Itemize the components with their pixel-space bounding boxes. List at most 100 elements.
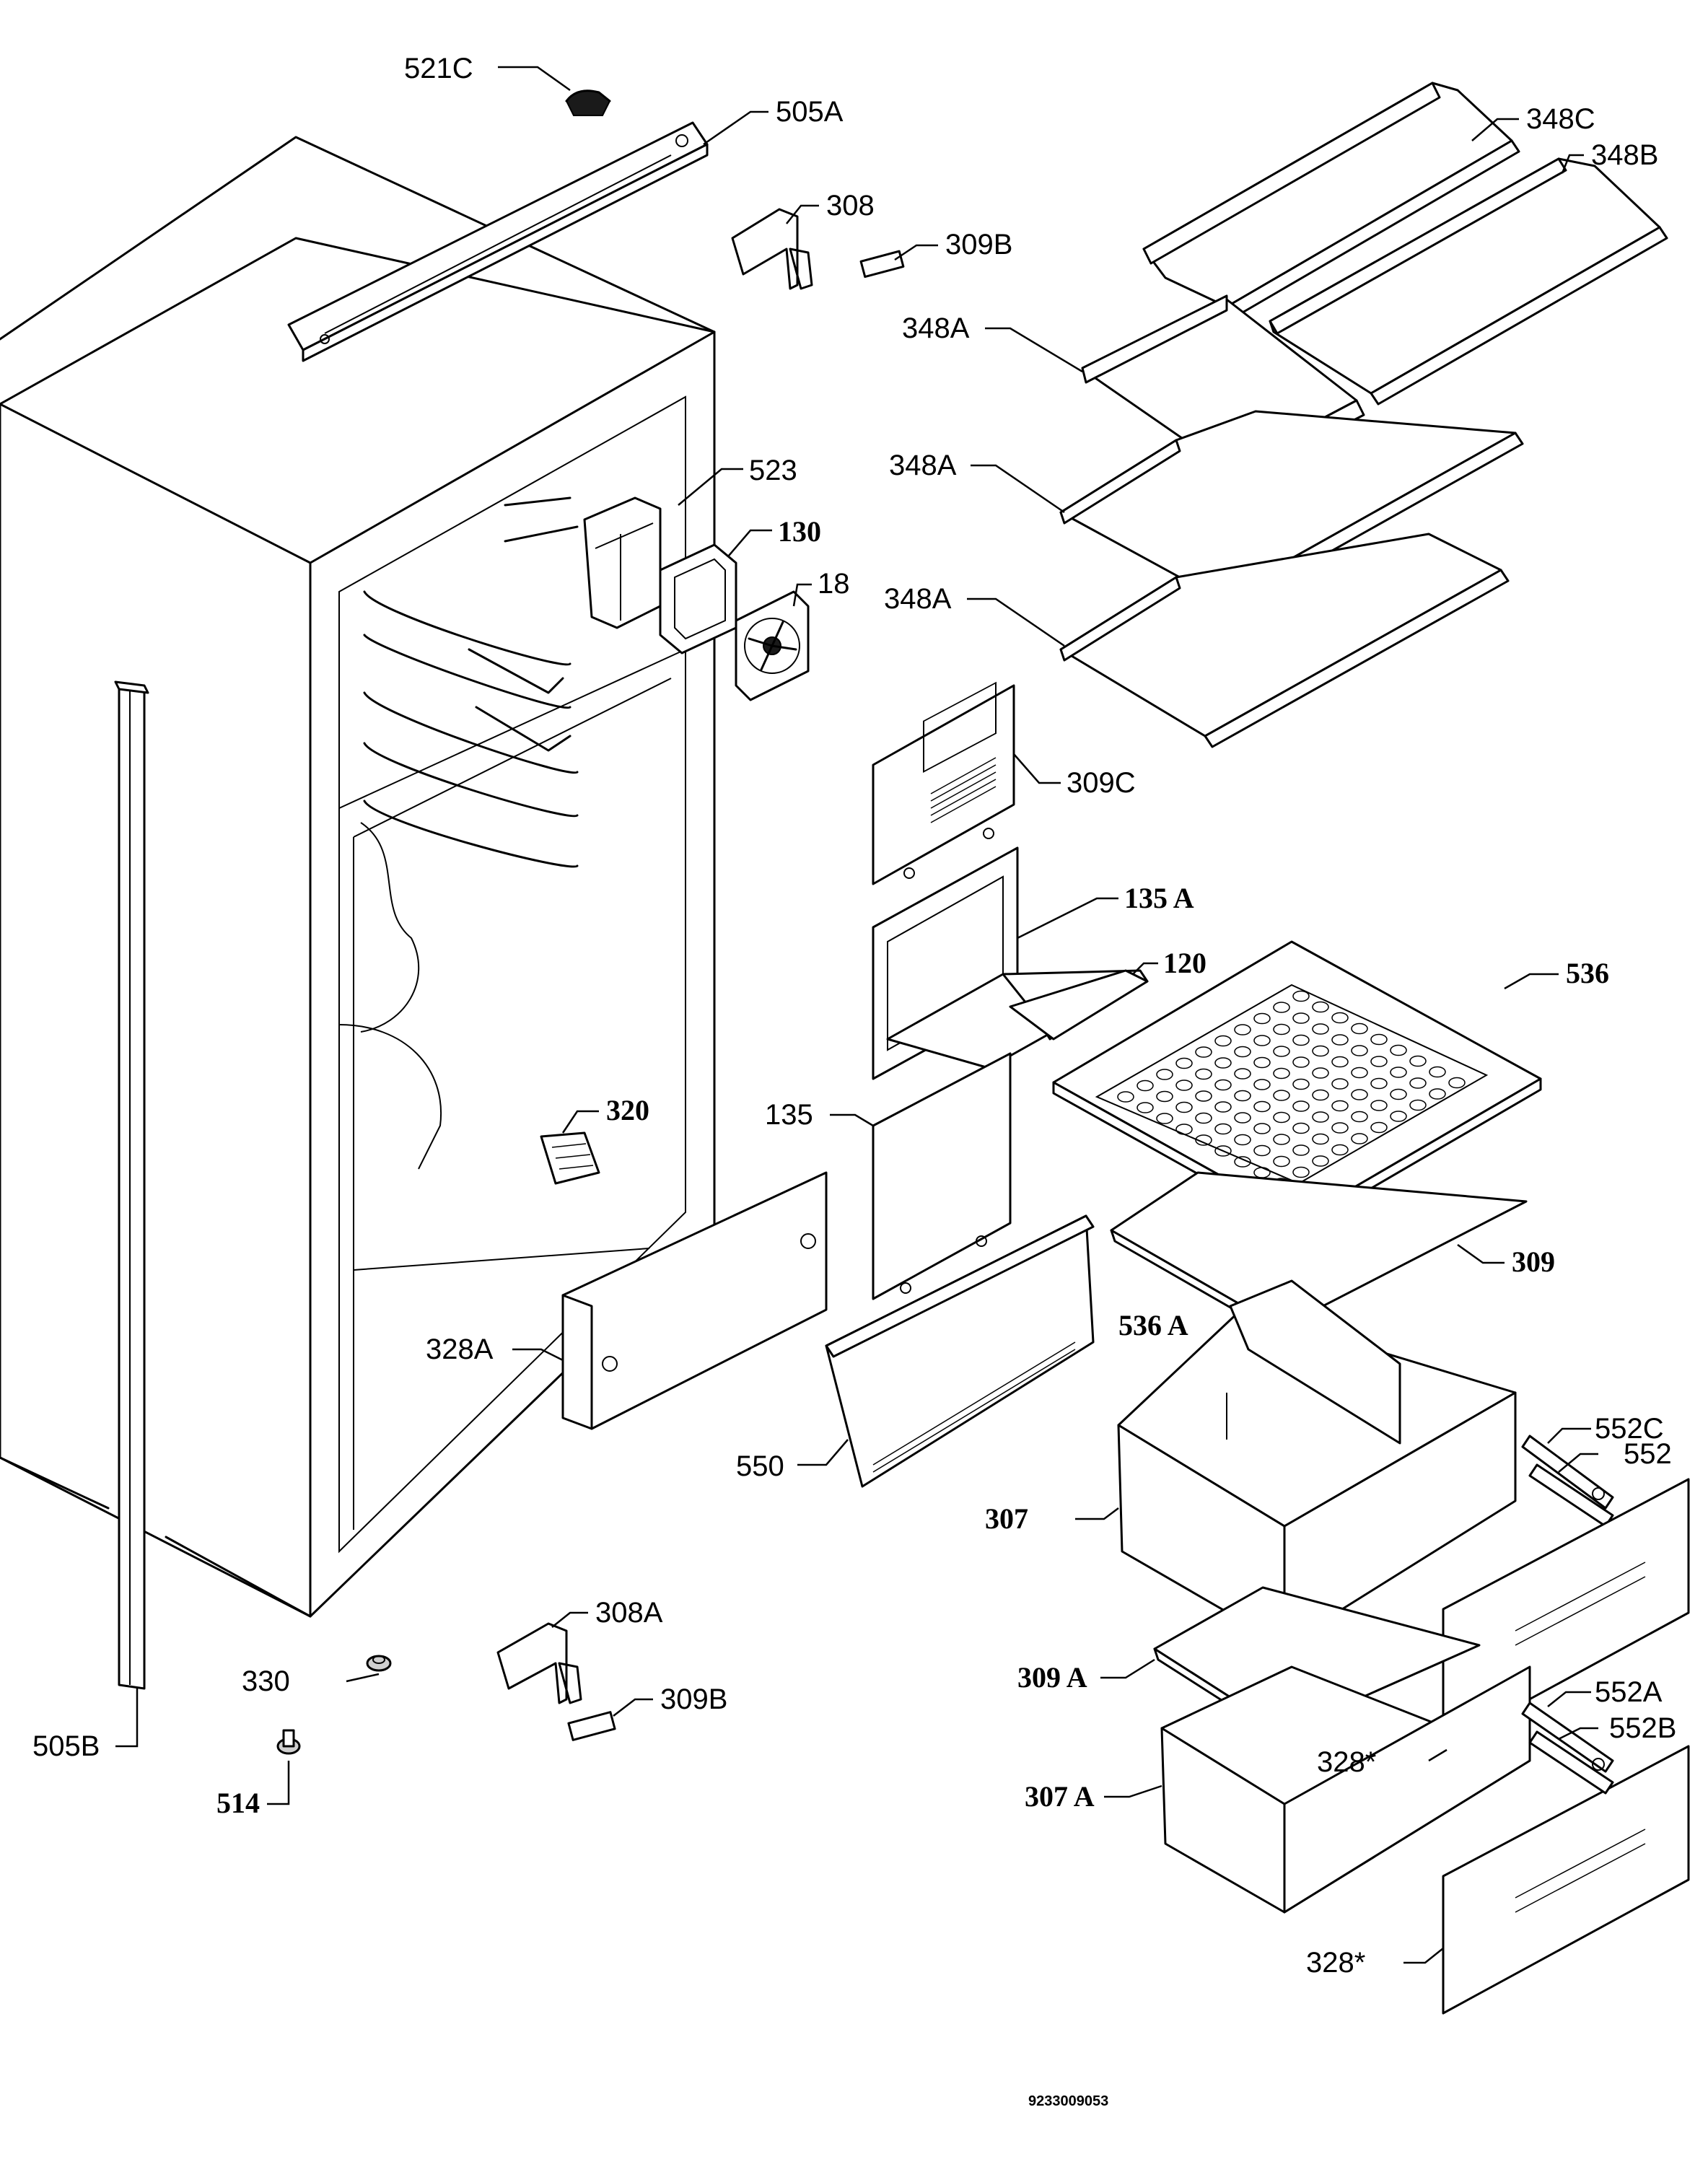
lid-hole (1273, 1046, 1290, 1057)
lid-hole (1137, 1102, 1154, 1113)
label-309c: 309C (1067, 767, 1136, 799)
lid-hole (1429, 1088, 1446, 1100)
lid-hole (1312, 1155, 1329, 1167)
lid-hole (1214, 1123, 1232, 1135)
lid-hole (1175, 1057, 1193, 1069)
lid-hole (1390, 1044, 1407, 1056)
lid-hole (1273, 1111, 1290, 1124)
lid-hole (1331, 1034, 1349, 1046)
part-536-crisper-lid (1052, 940, 1542, 1232)
lid-hole (1273, 1155, 1290, 1168)
lid-hole (1331, 1100, 1349, 1112)
part-505a-top-rail (287, 121, 709, 362)
lid-hole (1175, 1124, 1193, 1135)
label-328star-2: 328* (1306, 1947, 1365, 1979)
label-328star-1: 328* (1317, 1746, 1376, 1778)
part-328star-front-panel-1 (1442, 1478, 1690, 1748)
label-552: 552 (1624, 1438, 1672, 1470)
lid-hole (1175, 1080, 1193, 1091)
lid-hole (1195, 1046, 1212, 1058)
lid-hole (1214, 1079, 1232, 1091)
part-514-screw (276, 1729, 301, 1755)
lid-hole (1312, 1111, 1329, 1123)
lid-hole (1214, 1101, 1232, 1113)
part-18-fan (735, 590, 810, 701)
lid-hole (1312, 1045, 1329, 1057)
lid-hole (1137, 1080, 1154, 1092)
part-552c-rail (1521, 1435, 1614, 1510)
part-307a-lower-drawer (1160, 1665, 1531, 1914)
lid-hole (1273, 1002, 1290, 1013)
lid-hole (1390, 1088, 1407, 1100)
part-505b-vertical-strip (114, 680, 149, 1690)
part-552a-rail (1521, 1702, 1614, 1773)
part-328a-panel (561, 1171, 828, 1430)
lid-hole (1331, 1012, 1349, 1024)
part-348c-glass-shelf (1142, 82, 1520, 319)
lid-hole (1312, 1067, 1329, 1079)
part-135-panel (872, 1052, 1012, 1300)
label-505a: 505A (776, 96, 844, 128)
label-307a: 307 A (1025, 1780, 1095, 1813)
label-348a-3: 348A (884, 583, 952, 615)
lid-hole (1234, 1090, 1251, 1102)
lid-hole (1156, 1090, 1173, 1103)
lid-hole (1370, 1100, 1388, 1111)
lid-hole (1234, 1024, 1251, 1035)
lid-hole (1312, 1133, 1329, 1145)
part-552b-rail (1528, 1730, 1614, 1795)
lid-hole (1253, 1100, 1271, 1113)
lid-hole (1117, 1091, 1134, 1103)
label-308: 308 (826, 190, 875, 222)
lid-hole (1370, 1077, 1388, 1090)
lid-hole (1234, 1068, 1251, 1080)
lid-hole (1331, 1122, 1349, 1134)
label-523: 523 (749, 455, 797, 486)
lid-hole (1351, 1111, 1368, 1123)
label-309: 309 (1512, 1245, 1555, 1278)
lid-hole (1195, 1068, 1212, 1080)
lid-hole (1214, 1035, 1232, 1047)
label-348b: 348B (1591, 139, 1658, 171)
lid-hole (1253, 1079, 1271, 1090)
label-135a: 135 A (1124, 882, 1194, 914)
lid-hole (1292, 1056, 1310, 1068)
lid-hole (1234, 1046, 1251, 1058)
part-348b-glass-shelf (1269, 157, 1668, 406)
lid-hole (1351, 1133, 1368, 1144)
label-308a: 308A (595, 1597, 663, 1629)
label-309b-bottom: 309B (660, 1683, 727, 1715)
label-348a-1: 348A (902, 312, 970, 344)
part-330-foot (366, 1655, 392, 1672)
drawing-code: 9233009053 (1028, 2093, 1108, 2109)
lid-hole (1253, 1144, 1271, 1157)
part-521c-cap (565, 89, 611, 116)
label-307: 307 (985, 1502, 1028, 1535)
lid-hole (1214, 1145, 1232, 1157)
lid-hole (1214, 1057, 1232, 1069)
lid-hole (1292, 1144, 1310, 1156)
lid-hole (1331, 1144, 1349, 1156)
label-130: 130 (778, 515, 821, 548)
label-505b: 505B (32, 1730, 100, 1762)
label-552c: 552C (1595, 1413, 1664, 1445)
lid-hole (1312, 1001, 1329, 1013)
lid-hole (1351, 1067, 1368, 1079)
part-320-badge (540, 1131, 600, 1185)
lid-hole (1292, 1034, 1310, 1046)
leader-lines (115, 66, 1598, 1964)
part-135a-housing (872, 846, 1105, 1080)
lid-hole (1312, 1089, 1329, 1101)
lid-hole (1253, 1123, 1271, 1134)
part-130-fan-frame (659, 543, 737, 654)
part-309b-label-top (859, 250, 905, 279)
lid-hole (1234, 1134, 1251, 1146)
label-18: 18 (818, 568, 850, 600)
lid-hole (1253, 1035, 1271, 1046)
part-550-plate (825, 1214, 1095, 1488)
lid-hole (1234, 1156, 1251, 1168)
label-320: 320 (606, 1094, 649, 1126)
part-308-hinge (731, 208, 813, 290)
label-536: 536 (1566, 957, 1609, 989)
label-328a: 328A (426, 1334, 494, 1365)
